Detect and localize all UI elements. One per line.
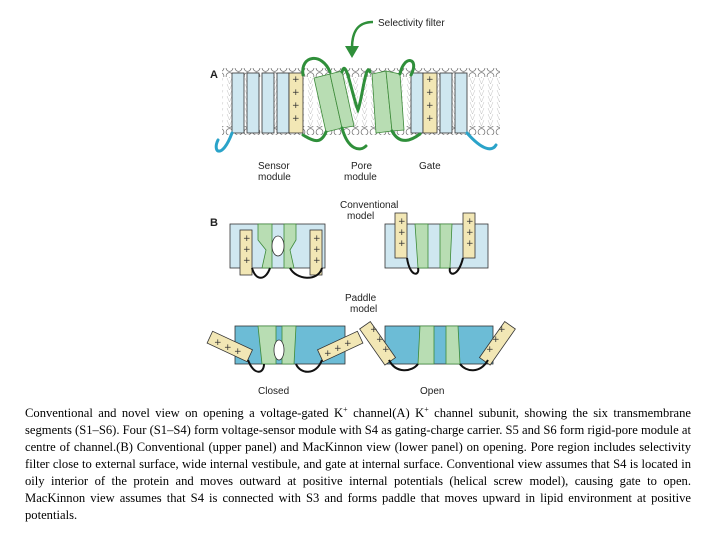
sensor-module-label-1: Sensor xyxy=(258,161,290,172)
svg-text:+: + xyxy=(426,88,434,98)
svg-text:+: + xyxy=(334,344,342,354)
pore-module-label-2: module xyxy=(344,172,377,183)
svg-text:+: + xyxy=(426,75,434,85)
conventional-closed: +++ +++ xyxy=(229,223,326,279)
pore-module-label-1: Pore xyxy=(351,161,373,172)
pore-loops xyxy=(301,57,422,151)
panel-a-label: A xyxy=(210,69,218,81)
svg-text:+: + xyxy=(382,345,390,355)
svg-text:+: + xyxy=(492,335,500,345)
caption-part-2: channel(A) K xyxy=(347,406,425,420)
open-label: Open xyxy=(420,386,444,397)
svg-text:+: + xyxy=(243,245,251,255)
gating-charges: + + + + + + + + xyxy=(292,75,434,124)
svg-text:+: + xyxy=(486,345,494,355)
svg-text:+: + xyxy=(313,256,321,266)
svg-text:+: + xyxy=(243,256,251,266)
sensor-module-helices xyxy=(231,72,468,134)
caption-part-3: channel subunit, showing the six transme… xyxy=(25,406,691,522)
caption-sup-2: + xyxy=(424,404,429,414)
closed-label: Closed xyxy=(258,386,289,397)
paddle-open: +++ +++ xyxy=(359,320,516,372)
svg-text:+: + xyxy=(344,339,352,349)
svg-text:+: + xyxy=(292,101,300,111)
svg-text:+: + xyxy=(214,338,222,348)
svg-text:+: + xyxy=(292,114,300,124)
panel-b-label: B xyxy=(210,217,218,229)
svg-text:+: + xyxy=(466,217,474,227)
paddle-model-label-2: model xyxy=(350,304,377,315)
svg-text:+: + xyxy=(234,347,242,357)
selectivity-filter-arrow xyxy=(350,20,374,49)
svg-text:+: + xyxy=(313,245,321,255)
gate-label: Gate xyxy=(419,161,441,172)
figure-caption: Conventional and novel view on opening a… xyxy=(25,405,691,524)
svg-text:+: + xyxy=(243,234,251,244)
selectivity-filter-label: Selectivity filter xyxy=(378,18,445,29)
svg-text:+: + xyxy=(313,234,321,244)
svg-text:+: + xyxy=(292,75,300,85)
svg-text:+: + xyxy=(370,325,378,335)
sensor-module-label-2: module xyxy=(258,172,291,183)
conventional-open: +++ +++ xyxy=(384,212,489,275)
terminal-tails xyxy=(214,131,498,153)
svg-text:+: + xyxy=(324,349,332,359)
svg-text:+: + xyxy=(292,88,300,98)
svg-text:+: + xyxy=(466,239,474,249)
svg-text:+: + xyxy=(224,343,232,353)
svg-text:+: + xyxy=(426,101,434,111)
svg-text:+: + xyxy=(398,228,406,238)
svg-text:+: + xyxy=(466,228,474,238)
caption-sup-1: + xyxy=(343,404,348,414)
caption-part-1: Conventional and novel view on opening a… xyxy=(25,406,344,420)
ion-channel-figure: A ++ ++ ++ ++ xyxy=(206,18,516,397)
s4-segment xyxy=(422,72,438,134)
svg-text:+: + xyxy=(398,239,406,249)
svg-text:+: + xyxy=(398,217,406,227)
pore-module-helices xyxy=(313,70,405,134)
s4-segment xyxy=(288,72,304,134)
svg-text:+: + xyxy=(426,114,434,124)
paddle-closed: +++ +++ xyxy=(206,325,364,373)
paddle-model-label-1: Paddle xyxy=(345,293,377,304)
arrow-head xyxy=(345,46,359,58)
conventional-model-label-2: model xyxy=(347,211,374,222)
conventional-model-label-1: Conventional xyxy=(340,200,398,211)
svg-text:+: + xyxy=(376,335,384,345)
svg-text:+: + xyxy=(498,325,506,335)
